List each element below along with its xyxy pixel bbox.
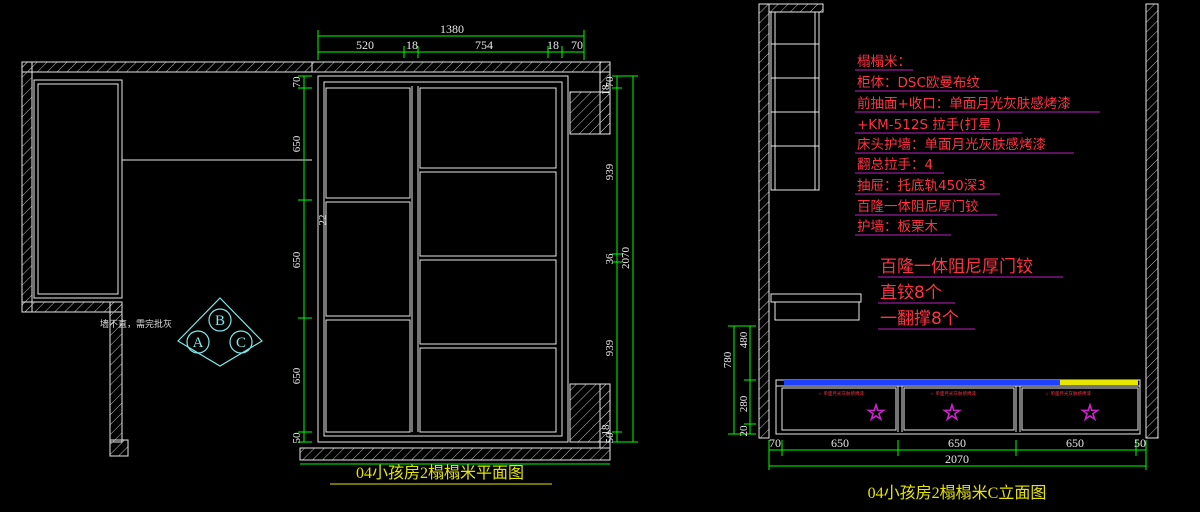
drawer-note-3: ☆ 单面月光灰肤感烤漆 <box>1045 390 1091 397</box>
elevation-dim-bottom-3: 650 <box>948 436 966 450</box>
spec-line: 翻总拉手：4 <box>857 157 933 173</box>
elevation-top-strip-end <box>1060 380 1138 385</box>
plan-title: 04小孩房2榻榻米平面图 <box>356 464 524 482</box>
plan-dim-total-width: 1380 <box>440 22 464 36</box>
section-label-c: C <box>236 335 246 351</box>
spec-line: 柜体：DSC欧曼布纹 <box>857 75 980 91</box>
plan-left-room <box>21 61 313 457</box>
elevation-left-dimensions <box>728 325 756 435</box>
hardware-notes: 百隆一体阻尼厚门铰 直铰8个 一翻撑8个 <box>878 257 1063 330</box>
elevation-dim-left-3: 20 <box>738 425 750 437</box>
elevation-dim-left-2: 280 <box>738 395 750 412</box>
elevation-dim-bottom-2: 650 <box>831 436 849 450</box>
elevation-bottom-dimensions <box>768 440 1147 470</box>
plan-dim-right-3: 36 <box>604 253 616 265</box>
drawer-note-2: ☆ 单面月光灰肤感烤漆 <box>930 390 976 397</box>
spec-line: 前抽面+收口：单面月光灰肤感烤漆 <box>857 95 1071 112</box>
plan-wardrobe-body <box>317 75 569 443</box>
plan-dim-top-part-2: 18 <box>406 38 418 52</box>
plan-dim-right-5: 50 <box>604 432 616 444</box>
spec-line: 百隆一体阻尼厚门铰 <box>857 199 979 215</box>
elevation-title: 04小孩房2榻榻米C立面图 <box>868 484 1047 502</box>
section-label-b: B <box>215 313 225 329</box>
plan-left-room-inner <box>33 79 312 299</box>
plan-dim-left-5: 50 <box>291 432 303 444</box>
plan-dim-left-2: 650 <box>291 135 303 152</box>
drawer-note-1: ☆ 单面月光灰肤感烤漆 <box>818 390 864 397</box>
plan-dim-right-small-bottom: 18 <box>600 424 612 436</box>
plan-dim-right-1: 70 <box>604 76 616 88</box>
elevation-dim-bottom-total: 2070 <box>945 452 969 466</box>
elevation-shelf-unit <box>770 11 820 191</box>
elevation-dim-bottom-5: 50 <box>1134 436 1146 450</box>
spec-line: 护墙：板栗木 <box>857 219 938 235</box>
plan-dim-top-part-5: 70 <box>571 38 583 52</box>
elevation-dim-left-outer: 780 <box>722 351 734 368</box>
spec-line: 抽屉：托底轨450深3 <box>857 178 986 194</box>
plan-wardrobe-walls <box>299 61 611 461</box>
plan-dim-top-part-1: 520 <box>356 38 374 52</box>
elevation-view: ☆ 单面月光灰肤感烤漆 ☆ 单面月光灰肤感烤漆 ☆ 单面月光灰肤感烤漆 ☆ ☆ … <box>722 3 1159 502</box>
spec-notes: 榻榻米： 柜体：DSC欧曼布纹 前抽面+收口：单面月光灰肤感烤漆 +KM-512… <box>855 54 1100 236</box>
plan-dim-top-part-3: 754 <box>475 38 493 52</box>
plan-dim-right-2: 939 <box>604 163 616 180</box>
plan-dim-right-4: 939 <box>604 339 616 356</box>
elevation-dim-bottom-1: 70 <box>769 436 781 450</box>
plan-dim-top-part-4: 18 <box>547 38 559 52</box>
elevation-desk <box>770 293 862 321</box>
plan-wall-note: 墙不直，需完批灰 <box>100 318 172 330</box>
plan-top-dimensions <box>317 30 585 60</box>
elevation-dim-bottom-4: 650 <box>1066 436 1084 450</box>
hardware-line: 直铰8个 <box>880 283 942 303</box>
plan-dim-left-4: 650 <box>291 367 303 384</box>
star-icon: ☆ <box>1080 401 1100 426</box>
section-symbol <box>177 297 263 367</box>
hardware-line: 百隆一体阻尼厚门铰 <box>880 257 1033 277</box>
plan-dim-left-3: 650 <box>291 251 303 268</box>
elevation-dim-left-1: 480 <box>738 331 750 348</box>
hardware-line: 一翻撑8个 <box>880 309 959 329</box>
spec-line: 床头护墙：单面月光灰肤感烤漆 <box>857 136 1046 153</box>
plan-dim-left-1: 70 <box>291 76 303 88</box>
plan-dim-mid: 22 <box>317 215 329 226</box>
elevation-top-strip <box>784 380 1138 385</box>
plan-dim-right-total: 2070 <box>620 247 632 270</box>
plan-left-dimensions <box>298 75 312 443</box>
plan-dim-right-small-top: 18 <box>600 84 612 96</box>
spec-line: 榻榻米： <box>857 54 911 70</box>
star-icon: ☆ <box>866 401 886 426</box>
plan-view: 1380 520 18 754 18 70 70 650 650 650 50 … <box>21 22 638 485</box>
spec-line: +KM-512S 拉手(打星 ) <box>857 116 1001 133</box>
section-label-a: A <box>193 335 204 351</box>
plan-right-dimensions <box>612 75 638 443</box>
elevation-walls <box>758 3 1159 439</box>
star-icon: ☆ <box>942 401 962 426</box>
